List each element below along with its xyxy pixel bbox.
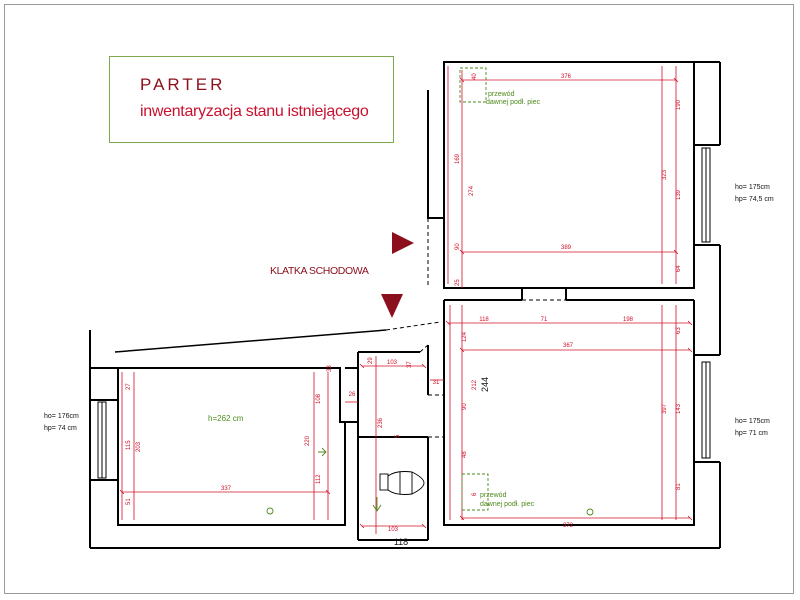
dim-48: 48 — [462, 451, 468, 458]
dim-27: 27 — [126, 383, 132, 390]
annotations: przewód dawnej podł. piec przewód dawnej… — [44, 91, 774, 547]
dim-198: 198 — [623, 317, 634, 323]
dim-6: 6 — [472, 492, 478, 496]
dim-139: 139 — [676, 189, 682, 200]
dim-112: 112 — [316, 474, 322, 484]
dim-244: 244 — [480, 377, 490, 392]
dim-236: 236 — [378, 417, 384, 428]
floor-drain-icon — [266, 507, 274, 515]
window-upper-hp: hp= 74,5 cm — [735, 196, 774, 203]
dim-169: 169 — [455, 153, 461, 164]
page-subtitle: inwentaryzacja stanu istniejącego — [140, 103, 369, 120]
chimney-lower-label-1: przewód — [480, 492, 507, 499]
dim-103-lower: 103 — [388, 527, 399, 533]
dim-64: 64 — [676, 265, 682, 272]
drawing-frame — [4, 4, 794, 594]
dim-203: 203 — [136, 441, 142, 452]
staircase-label: KLATKA SCHODOWA — [270, 265, 369, 277]
dim-33: 33 — [327, 365, 333, 372]
dim-26: 26 — [349, 392, 356, 398]
dim-124: 124 — [462, 331, 468, 342]
dim-337: 337 — [221, 486, 232, 492]
dim-212: 212 — [472, 379, 478, 390]
dim-220: 220 — [305, 435, 311, 446]
dim-37: 37 — [407, 361, 413, 368]
window-lower-hp: hp= 71 cm — [735, 430, 768, 437]
windows — [97, 147, 711, 479]
dim-367: 367 — [563, 343, 574, 349]
window-left-ho: ho= 176cm — [44, 413, 79, 420]
dim-90-upper: 90 — [455, 243, 461, 250]
room-height-label: h=262 cm — [208, 414, 244, 423]
dim-115: 115 — [126, 440, 132, 450]
arrow-down-icon — [381, 294, 403, 318]
window-lower-ho: ho= 175cm — [735, 418, 770, 425]
chimney-upper-label-1: przewód — [488, 91, 515, 98]
openings — [339, 217, 566, 438]
dim-40: 40 — [472, 73, 478, 80]
window-upper-ho: ho= 175cm — [735, 184, 770, 191]
dim-5: 5 — [395, 434, 401, 438]
arrow-icon — [318, 447, 327, 457]
dim-389: 389 — [561, 245, 572, 251]
dim-118-upper: 118 — [479, 317, 489, 323]
dim-25: 25 — [455, 279, 461, 286]
dim-71: 71 — [541, 317, 548, 323]
fixtures — [266, 67, 594, 516]
dim-90-lower: 90 — [462, 403, 468, 410]
walls — [89, 61, 721, 549]
chimney-lower — [461, 473, 489, 511]
dim-397: 397 — [662, 403, 668, 414]
window-left-hp: hp= 74 cm — [44, 425, 77, 432]
staircase-arrows — [381, 232, 414, 318]
dim-81: 81 — [676, 483, 682, 490]
chimney-upper-label-2: dawnej podł. piec — [486, 99, 541, 106]
floor-drain-icon — [586, 508, 594, 516]
dimension-lines — [119, 66, 693, 534]
dim-108: 108 — [316, 393, 322, 404]
dim-118-bottom: 118 — [394, 537, 408, 547]
chimney-upper — [459, 67, 487, 103]
dim-376: 376 — [561, 74, 572, 80]
dim-29: 29 — [368, 357, 374, 364]
dim-31: 31 — [433, 380, 440, 386]
dim-51: 51 — [126, 498, 132, 505]
dim-103-upper: 103 — [387, 360, 398, 366]
dim-323: 323 — [662, 169, 668, 180]
dim-63: 63 — [676, 327, 682, 334]
dim-190: 190 — [676, 99, 682, 110]
arrow-icon — [372, 497, 382, 512]
chimney-lower-label-2: dawnej podł. piec — [480, 501, 535, 508]
dim-372: 372 — [563, 523, 574, 529]
arrow-right-icon — [392, 232, 414, 254]
dim-274: 274 — [469, 185, 475, 196]
toilet-icon — [379, 471, 425, 495]
dim-143: 143 — [676, 403, 682, 414]
page-title: PARTER — [140, 75, 226, 94]
title-box: PARTER inwentaryzacja stanu istniejącego — [109, 56, 394, 143]
